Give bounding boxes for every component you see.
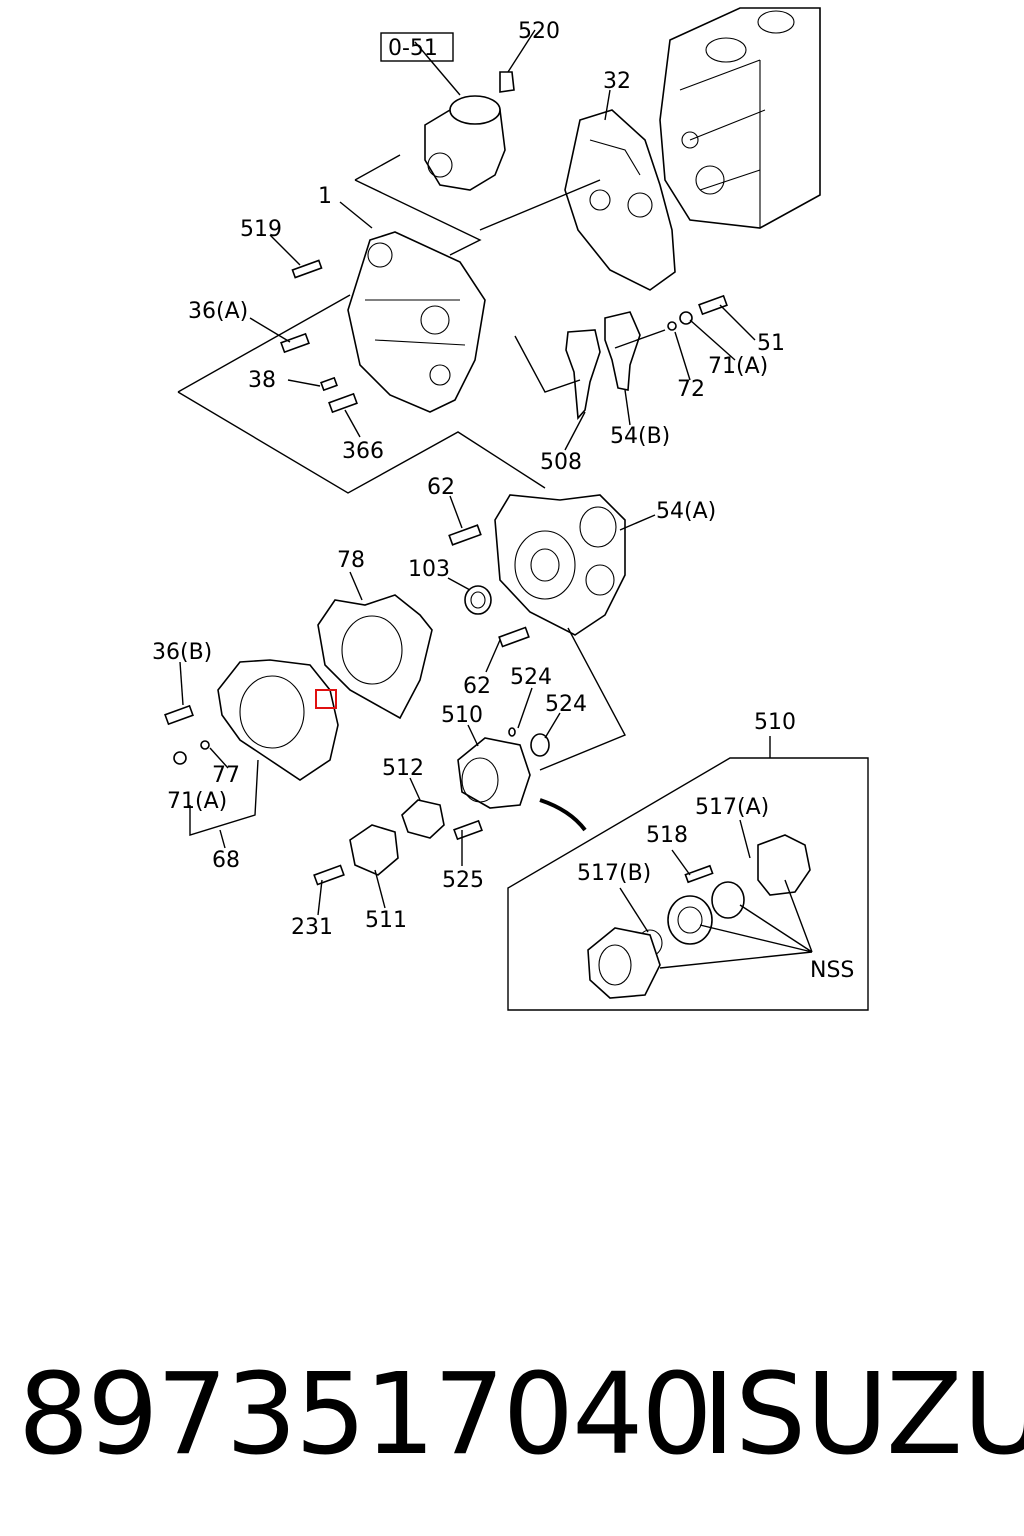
engine-block bbox=[659, 7, 821, 229]
oil-pump-assembly bbox=[424, 71, 515, 191]
label-517a: 517(A) bbox=[695, 795, 769, 820]
label-520: 520 bbox=[518, 19, 560, 44]
label-68: 68 bbox=[212, 848, 240, 873]
label-36b: 36(B) bbox=[152, 640, 212, 665]
label-32: 32 bbox=[603, 69, 631, 94]
gasket-54b bbox=[604, 311, 641, 391]
seal-103 bbox=[464, 585, 492, 615]
front-cover-54a bbox=[494, 494, 626, 636]
label-512: 512 bbox=[382, 756, 424, 781]
vacuum-pump-510 bbox=[457, 727, 550, 809]
label-519: 519 bbox=[240, 217, 282, 242]
label-62-top: 62 bbox=[427, 475, 455, 500]
ref-box bbox=[380, 32, 454, 62]
label-71a-top: 71(A) bbox=[708, 354, 768, 379]
detail-arrow bbox=[539, 798, 587, 832]
gasket-78 bbox=[317, 594, 433, 720]
label-517b: 517(B) bbox=[577, 861, 651, 886]
label-508: 508 bbox=[540, 450, 582, 475]
label-524a: 524 bbox=[510, 665, 552, 690]
label-51: 51 bbox=[757, 331, 785, 356]
label-366: 366 bbox=[342, 439, 384, 464]
timing-case-1 bbox=[347, 231, 486, 413]
highlight-marker bbox=[315, 689, 337, 709]
label-54a: 54(A) bbox=[656, 499, 716, 524]
coupling-512 bbox=[401, 799, 445, 839]
plate-68 bbox=[217, 659, 339, 781]
label-71a-bot: 71(A) bbox=[167, 789, 227, 814]
label-62-bot: 62 bbox=[463, 674, 491, 699]
label-231: 231 bbox=[291, 915, 333, 940]
brand-name: ISUZU bbox=[702, 1350, 1024, 1480]
label-nss: NSS bbox=[810, 958, 854, 983]
part-number: 8973517040 bbox=[18, 1350, 713, 1480]
bolts bbox=[164, 259, 728, 886]
label-77: 77 bbox=[212, 763, 240, 788]
label-524b: 524 bbox=[545, 692, 587, 717]
part-labels: 0-51 520 32 1 519 36(A) 38 366 51 71(A) … bbox=[152, 19, 854, 983]
label-525: 525 bbox=[442, 868, 484, 893]
gasket-508 bbox=[565, 329, 601, 420]
gasket-32 bbox=[564, 109, 676, 291]
coupling-511 bbox=[349, 824, 399, 876]
detail-box-510 bbox=[507, 736, 869, 1011]
label-1: 1 bbox=[318, 184, 332, 209]
label-510-box: 510 bbox=[754, 710, 796, 735]
label-72: 72 bbox=[677, 377, 705, 402]
label-54b: 54(B) bbox=[610, 424, 670, 449]
label-36a: 36(A) bbox=[188, 299, 248, 324]
label-510-left: 510 bbox=[441, 703, 483, 728]
label-78: 78 bbox=[337, 548, 365, 573]
label-38: 38 bbox=[248, 368, 276, 393]
label-ref-box: 0-51 bbox=[388, 36, 438, 61]
assembly-lines bbox=[177, 29, 756, 916]
label-511: 511 bbox=[365, 908, 407, 933]
label-103: 103 bbox=[408, 557, 450, 582]
label-518: 518 bbox=[646, 823, 688, 848]
